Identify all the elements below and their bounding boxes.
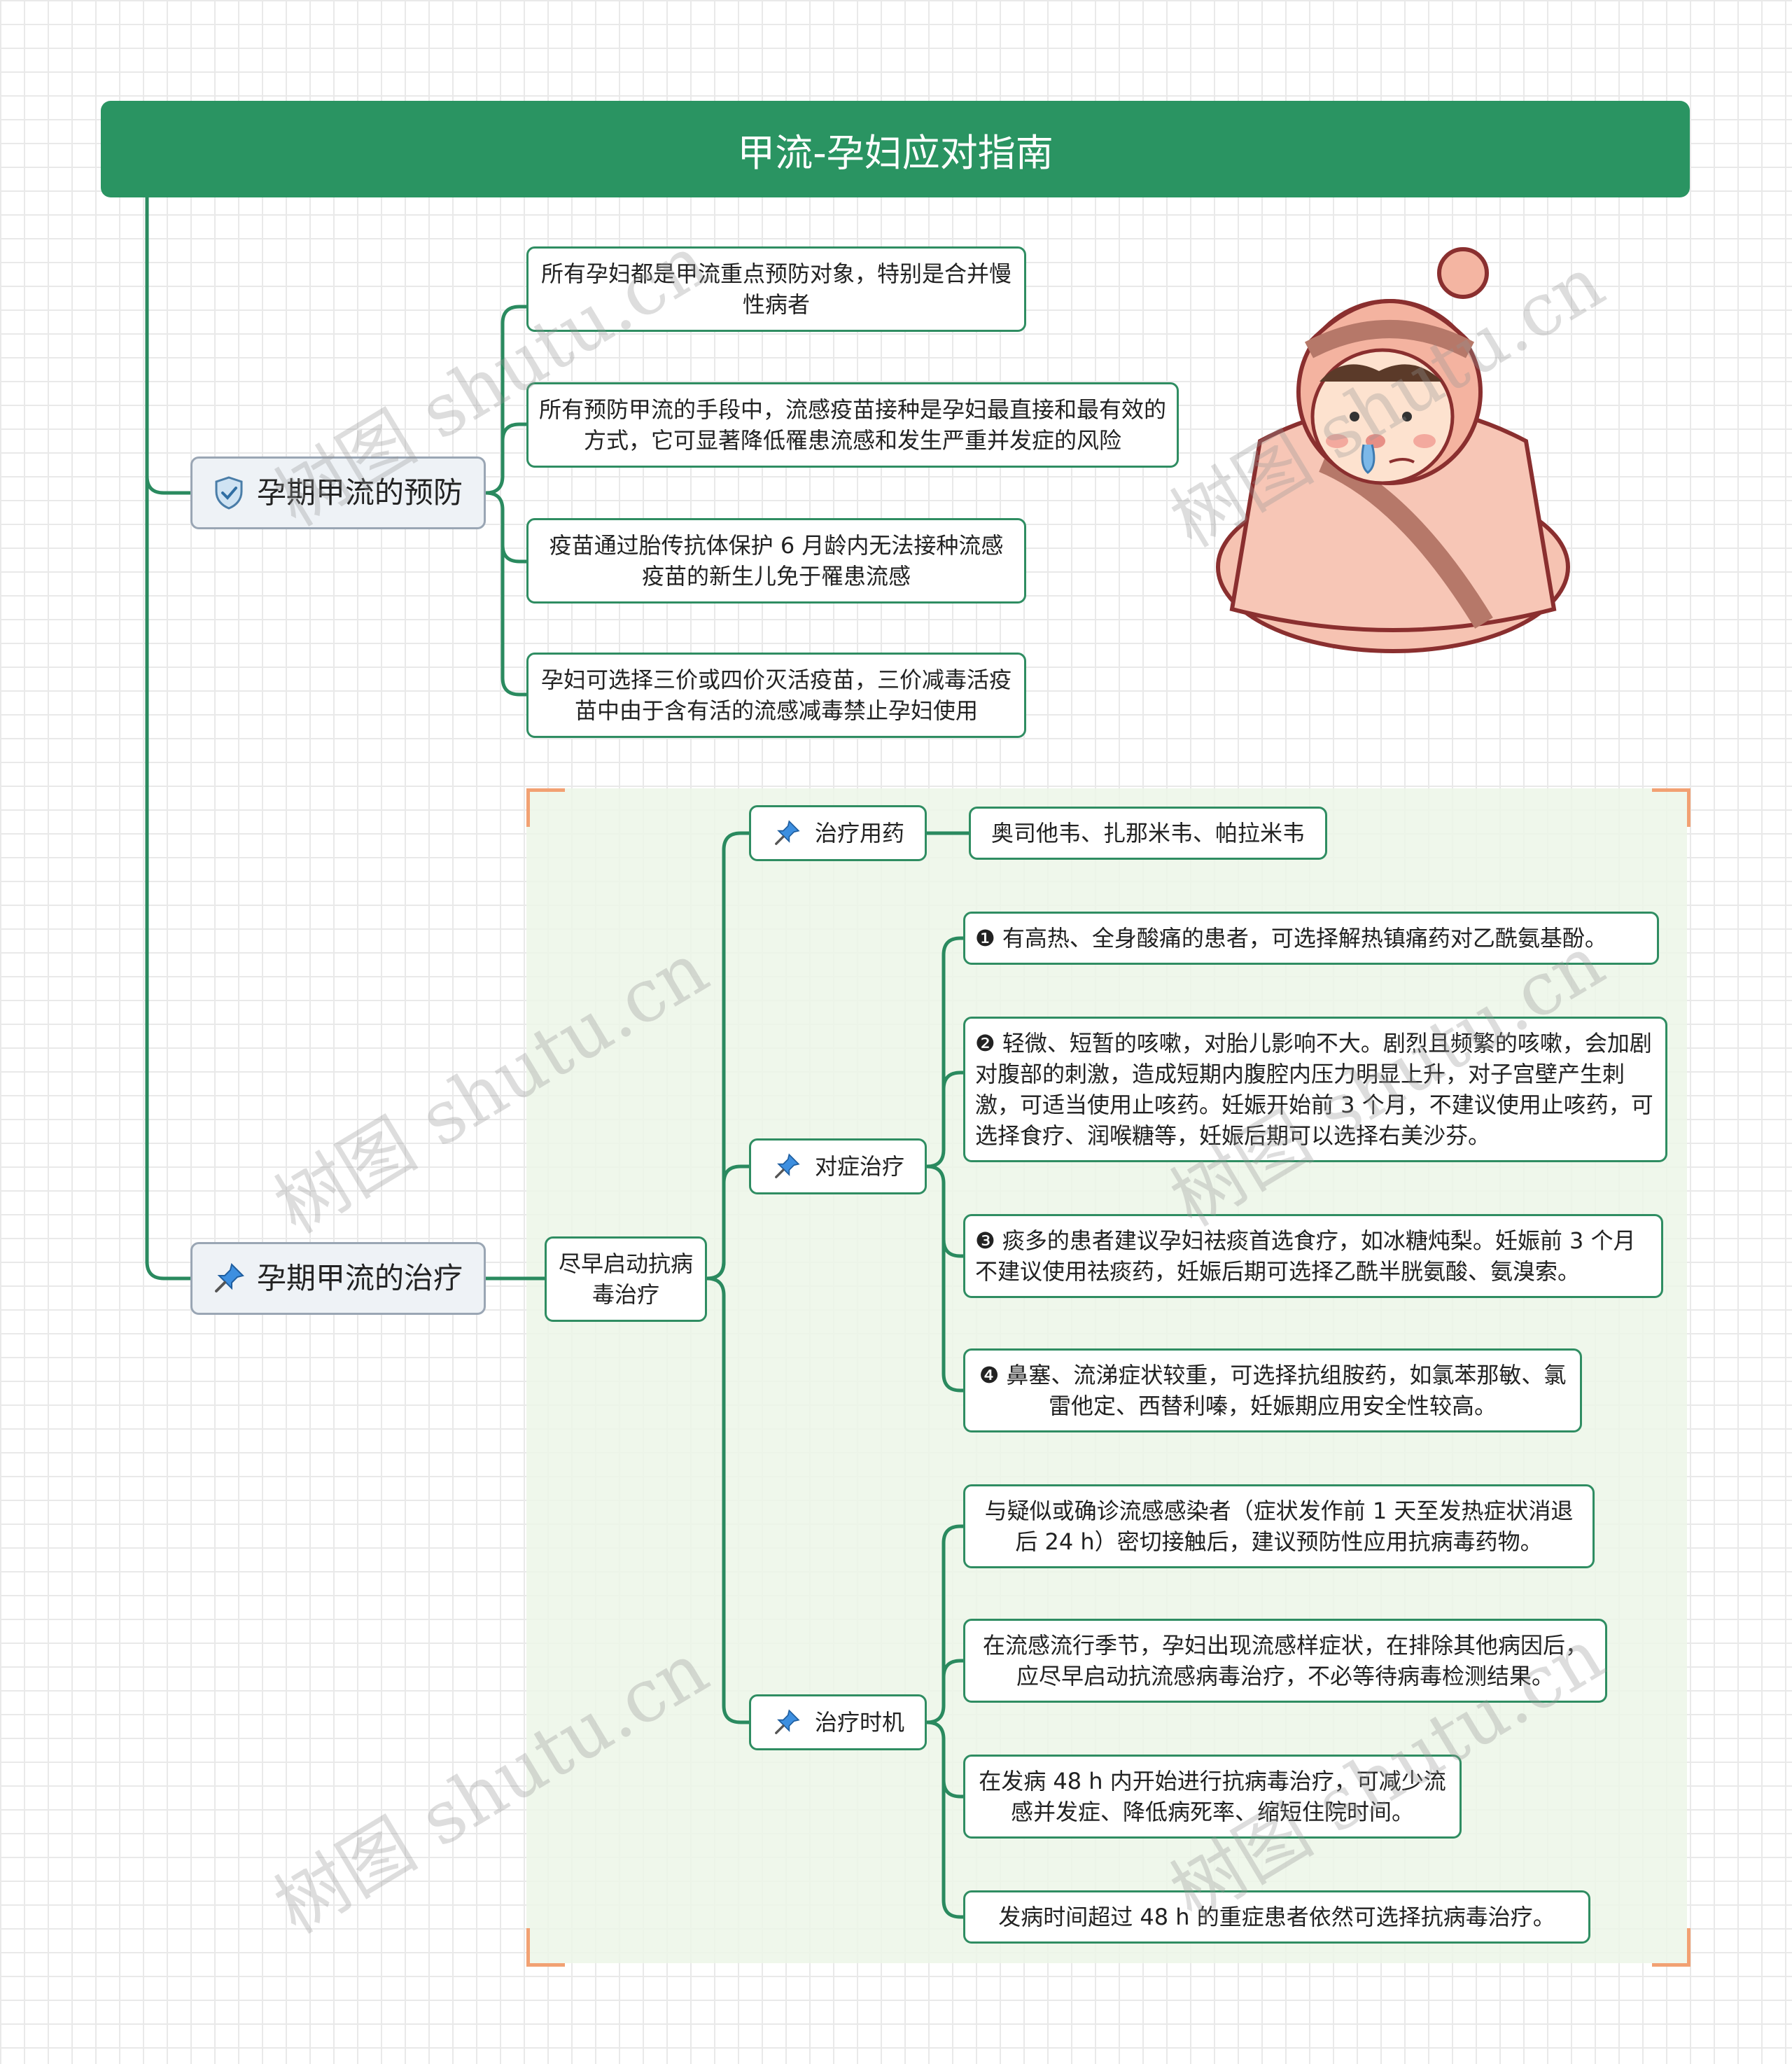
group-symptomatic-label: 对症治疗 xyxy=(814,1153,904,1180)
branch-prevention[interactable]: 孕期甲流的预防 xyxy=(190,456,486,529)
zone-corner-br xyxy=(1652,1928,1690,1967)
branch-treatment[interactable]: 孕期甲流的治疗 xyxy=(190,1242,486,1315)
zone-corner-tr xyxy=(1652,788,1690,827)
symptomatic-item-2: ❷ 轻微、短暂的咳嗽，对胎儿影响不大。剧烈且频繁的咳嗽，会加剧对腹部的刺激，造成… xyxy=(963,1017,1667,1162)
group-timing[interactable]: 治疗时机 xyxy=(749,1694,927,1750)
sick-child-illustration xyxy=(1216,247,1570,653)
symptomatic-item-3: ❸ 痰多的患者建议孕妇祛痰首选食疗，如冰糖炖梨。妊娠前 3 个月不建议使用祛痰药… xyxy=(963,1214,1663,1298)
zone-corner-bl xyxy=(526,1928,565,1967)
group-symptomatic[interactable]: 对症治疗 xyxy=(749,1138,927,1194)
pushpin-icon xyxy=(771,1151,802,1182)
prevention-item-3: 疫苗通过胎传抗体保护 6 月龄内无法接种流感疫苗的新生儿免于罹患流感 xyxy=(526,518,1026,604)
treatment-subtopic[interactable]: 尽早启动抗病毒治疗 xyxy=(545,1236,707,1322)
symptomatic-item-4: ❹ 鼻塞、流涕症状较重，可选择抗组胺药，如氯苯那敏、氯雷他定、西替利嗪，妊娠期应… xyxy=(963,1348,1582,1432)
symptomatic-item-1: ❶ 有高热、全身酸痛的患者，可选择解热镇痛药对乙酰氨基酚。 xyxy=(963,912,1659,965)
group-timing-label: 治疗时机 xyxy=(814,1709,904,1736)
prevention-item-4: 孕妇可选择三价或四价灭活疫苗，三价减毒活疫苗中由于含有活的流感减毒禁止孕妇使用 xyxy=(526,653,1026,738)
branch-prevention-label: 孕期甲流的预防 xyxy=(257,475,463,510)
prevention-item-1: 所有孕妇都是甲流重点预防对象，特别是合并慢性病者 xyxy=(526,246,1026,332)
pushpin-icon xyxy=(211,1260,247,1297)
drugs-item-1: 奥司他韦、扎那米韦、帕拉米韦 xyxy=(969,807,1327,860)
mindmap-title: 甲流-孕妇应对指南 xyxy=(101,101,1690,197)
zone-corner-tl xyxy=(526,788,565,827)
group-drugs[interactable]: 治疗用药 xyxy=(749,805,927,861)
timing-item-4: 发病时间超过 48 h 的重症患者依然可选择抗病毒治疗。 xyxy=(963,1890,1590,1944)
shield-check-icon xyxy=(211,475,247,511)
prevention-item-2: 所有预防甲流的手段中，流感疫苗接种是孕妇最直接和最有效的方式，它可显著降低罹患流… xyxy=(526,382,1179,468)
group-drugs-label: 治疗用药 xyxy=(814,820,904,846)
timing-item-1: 与疑似或确诊流感感染者（症状发作前 1 天至发热症状消退后 24 h）密切接触后… xyxy=(963,1484,1595,1568)
timing-item-3: 在发病 48 h 内开始进行抗病毒治疗，可减少流感并发症、降低病死率、缩短住院时… xyxy=(963,1755,1462,1839)
branch-treatment-label: 孕期甲流的治疗 xyxy=(257,1261,463,1295)
pushpin-icon xyxy=(771,1707,802,1738)
pushpin-icon xyxy=(771,818,802,849)
timing-item-2: 在流感流行季节，孕妇出现流感样症状，在排除其他病因后，应尽早启动抗流感病毒治疗，… xyxy=(963,1619,1607,1703)
